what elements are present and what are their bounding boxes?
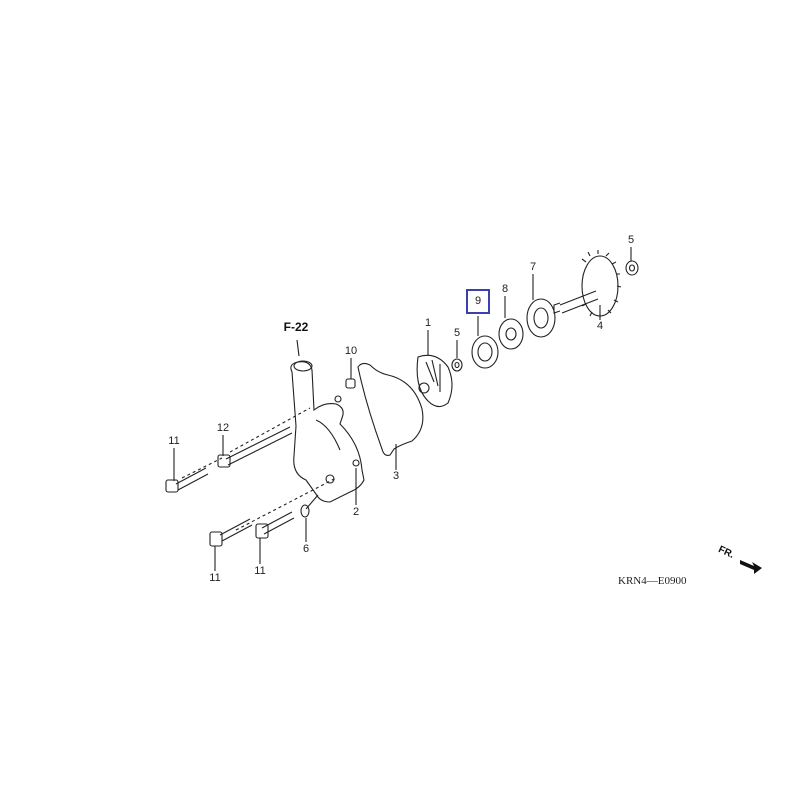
- callout-7[interactable]: 7: [529, 261, 537, 273]
- callout-12[interactable]: 12: [216, 422, 230, 434]
- callout-10[interactable]: 10: [344, 345, 358, 357]
- drawing-code: KRN4—E0900: [618, 575, 687, 587]
- callout-11[interactable]: 11: [168, 435, 180, 447]
- callout-3[interactable]: 3: [392, 470, 400, 482]
- callout-11[interactable]: 11: [254, 565, 266, 577]
- pump-housing: [290, 360, 365, 503]
- callout-8[interactable]: 8: [501, 283, 509, 295]
- figure-reference[interactable]: F-22: [283, 320, 309, 334]
- front-arrow-icon: [740, 560, 762, 574]
- callout-5[interactable]: 5: [453, 327, 461, 339]
- callout-6[interactable]: 6: [302, 543, 310, 555]
- gasket: [357, 362, 424, 456]
- pump-shaft-gear: [553, 250, 622, 318]
- highlight-box: [466, 289, 490, 314]
- callout-9[interactable]: 9: [474, 295, 482, 307]
- callout-11[interactable]: 11: [209, 572, 221, 584]
- callout-5[interactable]: 5: [627, 234, 635, 246]
- callout-4[interactable]: 4: [596, 320, 604, 332]
- impeller: [416, 354, 453, 408]
- callout-1[interactable]: 1: [424, 317, 432, 329]
- callout-2[interactable]: 2: [352, 506, 360, 518]
